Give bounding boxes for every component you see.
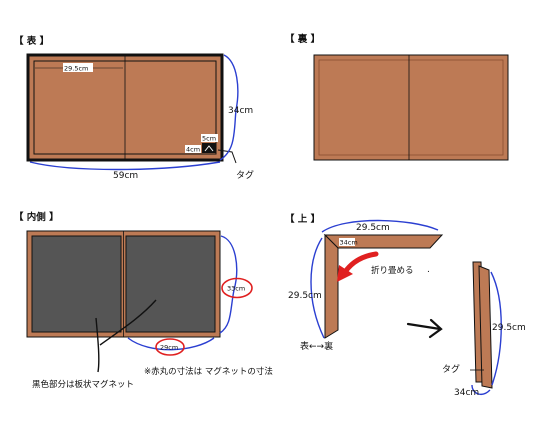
top-board-vertical [324,233,339,339]
front-width-curve [29,161,221,171]
front-tag-w-label: 5cm [202,135,216,143]
top-width-label: 29.5cm [356,223,390,233]
top-front-back-label: 表←→裏 [300,340,333,352]
folded-length-curve [490,271,502,386]
section-title-inside: 【 内側 】 [14,211,59,223]
inside-magnet-w-label: 29cm [160,344,178,352]
back-panel [313,54,509,161]
section-title-front: 【 表 】 [14,35,49,47]
top-thickness-label: 34cm [340,239,358,247]
top-fold-arrow [342,251,379,275]
inside-magnet-right [125,235,216,333]
back-board [313,54,509,161]
front-tag-w-bg [201,134,218,142]
front-tag-mark [204,145,214,152]
top-thickness-bg [339,238,355,246]
back-inner-frame [318,59,504,156]
front-half-label-bg [63,63,93,72]
front-tag [202,143,216,153]
inside-width-curve [127,337,215,351]
front-panel: 29.5cm 5cm 4cm タグ [26,53,254,181]
folded-height-curve [471,384,491,395]
inside-height-red-circle [221,277,253,299]
top-left-curve [310,237,325,339]
front-tag-label: タグ [236,169,254,181]
folded-board-front [478,265,493,389]
section-title-top: 【 上 】 [285,213,320,225]
top-fold-dot: . [427,265,430,275]
top-view-folded [470,261,493,389]
top-view-unfolded: 34cm [323,233,444,339]
top-width-curve [321,219,439,233]
front-tag-leader [217,149,237,164]
folded-height-label: 34cm [454,388,479,398]
front-height-curve [219,54,239,161]
folded-length-label: 29.5cm [492,323,526,333]
front-height-label: 34cm [228,106,253,116]
inside-pointer-lines [95,299,157,373]
top-left-label: 29.5cm [288,291,322,301]
inside-red-note: ※赤丸の寸法は マグネットの寸法 [144,366,273,377]
front-width-label: 59cm [113,171,138,181]
inside-magnet-h-label: 33cm [227,285,245,293]
front-half-label: 29.5cm [64,65,88,73]
top-fold-arrow-head [337,265,353,282]
inside-magnet-left [31,235,122,333]
top-next-arrow [406,318,443,339]
inside-panel [26,230,221,373]
section-title-back: 【 裏 】 [285,33,320,45]
folded-tag-label: タグ [442,363,460,375]
inside-height-curve [219,235,238,334]
inside-width-red-circle [155,338,185,356]
top-fold-label: 折り畳める [371,265,414,276]
front-tag-h-label: 4cm [186,146,200,154]
inside-black-note: 黒色部分は板状マグネット [32,379,134,390]
front-tag-h-bg [185,145,201,153]
